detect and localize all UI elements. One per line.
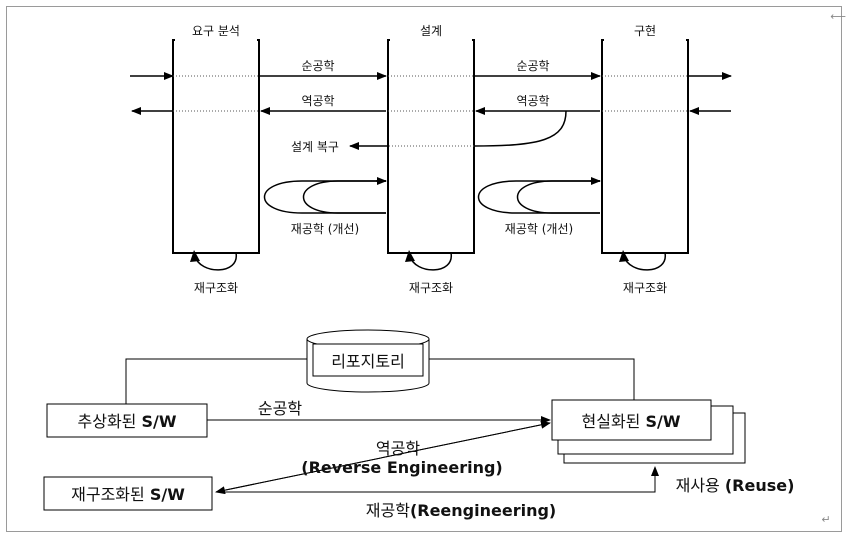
restructuring-label-2: 재구조화 <box>409 281 453 295</box>
bottom-reverse-en-label: (Reverse Engineering) <box>301 458 502 477</box>
bottom-reverse-label: 역공학 <box>376 439 420 458</box>
reengineering-loop-outer-2 <box>477 180 600 214</box>
reengineering-label-1: 재공학 (개선) <box>291 222 359 236</box>
reengineering-loop-outer-1 <box>263 180 386 214</box>
restructuring-label-3: 재구조화 <box>623 281 667 295</box>
bottom-forward-label: 순공학 <box>258 399 302 418</box>
diagram-frame <box>6 6 842 532</box>
concrete-sw-box <box>551 399 712 441</box>
restructured-sw-label: 재구조화된 S/W <box>71 485 185 504</box>
phase-title-requirements: 요구 분석 <box>192 24 240 38</box>
restructuring-loop-1 <box>194 252 237 271</box>
abstract-sw-box <box>46 403 208 438</box>
reverse-label-2: 역공학 <box>516 94 549 108</box>
phase-column-implementation <box>601 39 689 254</box>
repository-cylinder <box>306 329 430 393</box>
design-recovery-curve <box>473 110 567 147</box>
restructured-sw-box <box>43 476 213 511</box>
forward-label-2: 순공학 <box>516 59 549 73</box>
forward-label-1: 순공학 <box>301 59 334 73</box>
return-mark-icon: ↵ <box>821 513 830 526</box>
reverse-label-1: 역공학 <box>301 94 334 108</box>
reengineering-label-2: 재공학 (개선) <box>505 222 573 236</box>
concrete-sw-label: 현실화된 S/W <box>582 412 681 431</box>
design-recovery-label: 설계 복구 <box>291 140 339 154</box>
reuse-label: 재사용 (Reuse) <box>676 476 795 495</box>
phase-title-design: 설계 <box>420 24 442 38</box>
abstract-sw-label: 추상화된 S/W <box>78 412 177 431</box>
reengineering-loop-inner-1 <box>302 180 386 214</box>
phase-column-requirements <box>172 39 260 254</box>
repository-label: 리포지토리 <box>331 352 405 371</box>
bottom-reengineering-label: 재공학(Reengineering) <box>366 501 556 520</box>
restructuring-loop-2 <box>409 252 452 271</box>
repository-link-left <box>125 358 307 404</box>
repository-link-right <box>429 358 635 400</box>
restructuring-label-1: 재구조화 <box>194 281 238 295</box>
phase-title-implementation: 구현 <box>634 24 656 38</box>
reuse-arrow <box>216 466 659 493</box>
reengineering-loop-inner-2 <box>516 180 600 214</box>
corner-mark-top: ⟵ <box>830 10 846 23</box>
restructuring-loop-3 <box>623 252 666 271</box>
